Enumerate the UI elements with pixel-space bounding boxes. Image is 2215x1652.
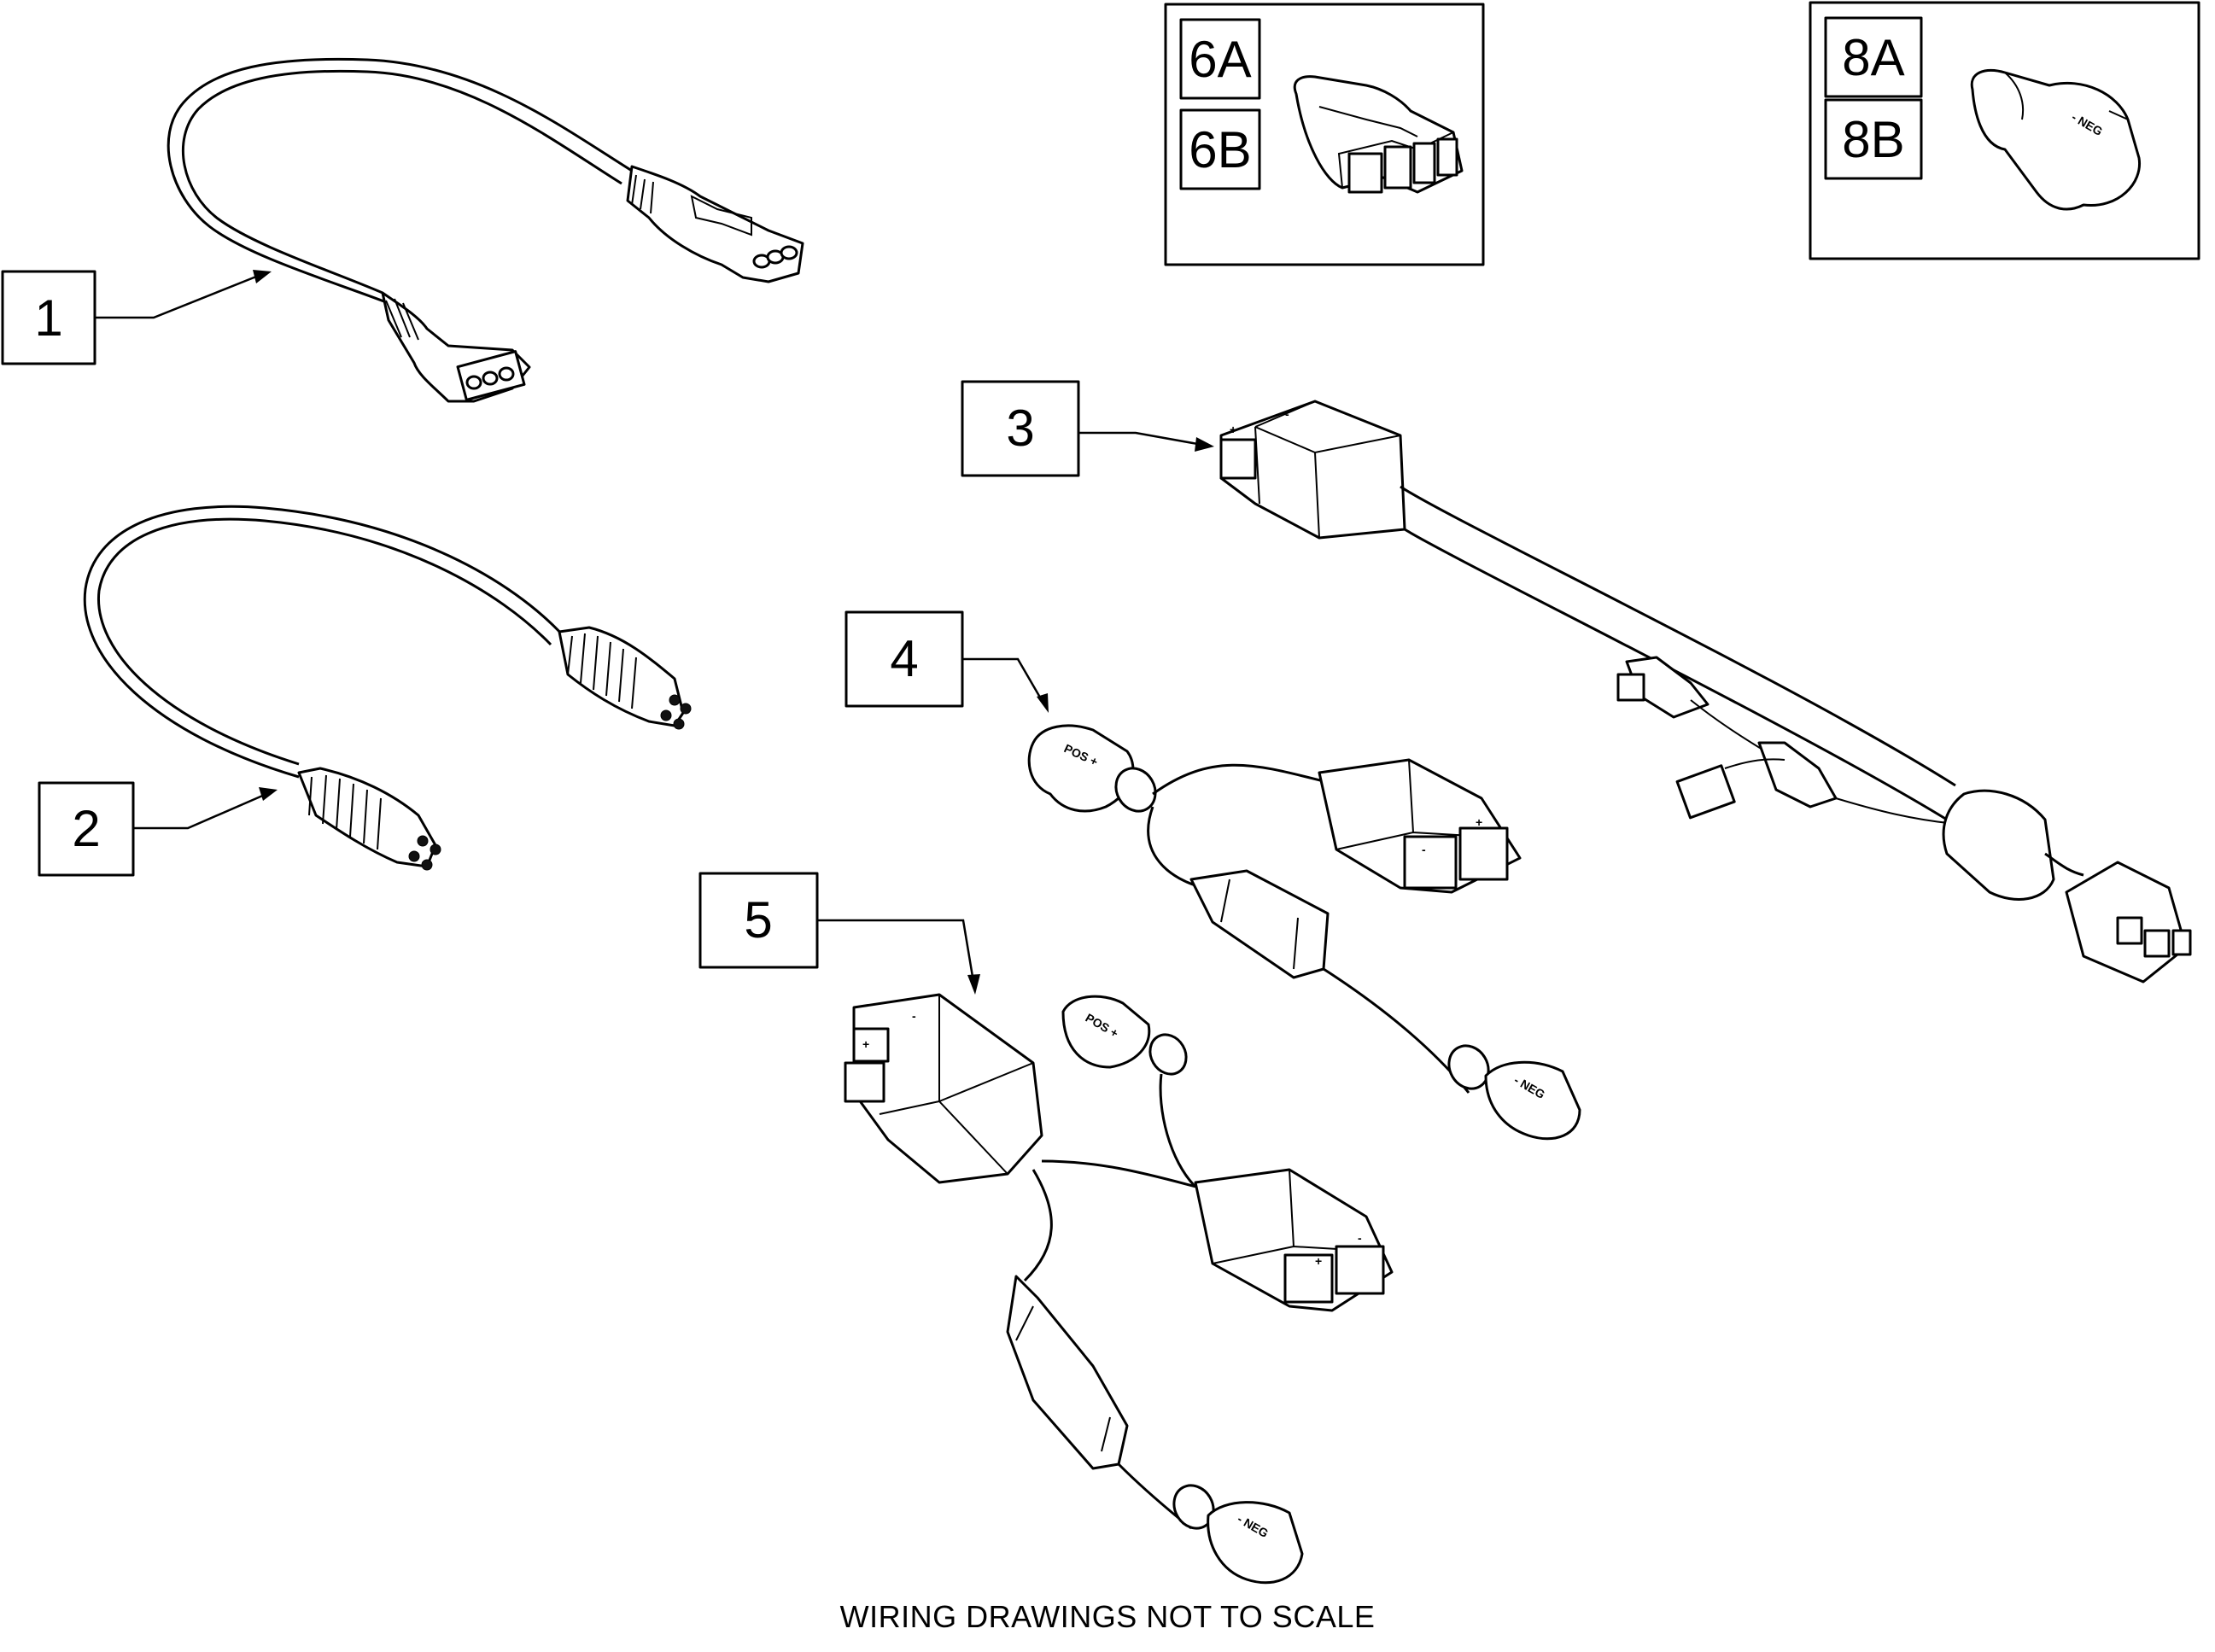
connector-item-3-end — [2065, 861, 2192, 984]
callout-1[interactable]: 1 — [1, 270, 96, 365]
callout-5-label: 5 — [744, 891, 772, 949]
cable-item-1 — [167, 57, 804, 403]
callout-8a-label: 8A — [1842, 29, 1904, 86]
callout-2[interactable]: 2 — [38, 781, 135, 877]
callout-5[interactable]: 5 — [698, 872, 819, 969]
inset-8a-8b: 8A 8B - NEG — [1809, 1, 2200, 260]
scale-note: WIRING DRAWINGS NOT TO SCALE — [839, 1599, 1376, 1634]
anderson-connector-4: - + — [1318, 758, 1522, 894]
callout-8b[interactable]: 8B — [1824, 98, 1923, 180]
cable-item-2 — [83, 505, 692, 871]
pos-ring-terminal-4: POS + — [1027, 724, 1157, 813]
connector-item-1-top — [626, 165, 804, 283]
callout-6a[interactable]: 6A — [1179, 18, 1261, 100]
callout-3[interactable]: 3 — [961, 380, 1080, 477]
callout-4-label: 4 — [890, 630, 918, 687]
neg-ring-terminal-4: - NEG — [1447, 1044, 1581, 1141]
leader-lines — [95, 270, 1214, 995]
harness-item-3: + - — [1219, 400, 2192, 984]
pos-ring-terminal-5: POS + — [1061, 995, 1197, 1188]
callout-6a-label: 6A — [1189, 31, 1251, 88]
ring-terminal-8-illustration: - NEG — [1970, 68, 2142, 211]
connector-item-1-bottom — [381, 291, 531, 403]
neg-marking-5: - — [912, 1009, 916, 1023]
connector-item-2-top — [558, 626, 692, 730]
neg-marking-3: - — [1285, 407, 1289, 421]
pos-marking-3: + — [1230, 423, 1236, 436]
harness-item-4: POS + - + - NEG — [1027, 724, 1581, 1141]
neg-ring-terminal-5: - NEG — [1172, 1484, 1304, 1585]
pos-marking-5: + — [862, 1037, 869, 1051]
connector-item-2-bottom — [297, 767, 441, 871]
pos-marking-4b: + — [1476, 815, 1482, 829]
callout-8b-label: 8B — [1842, 111, 1904, 168]
callout-8a[interactable]: 8A — [1824, 16, 1923, 98]
anderson-connector-5a: + - — [844, 993, 1043, 1184]
callout-3-label: 3 — [1006, 400, 1034, 457]
callout-4[interactable]: 4 — [845, 610, 964, 708]
fuse-item-4 — [1189, 869, 1330, 979]
inset-6a-6b: 6A 6B — [1164, 3, 1485, 266]
anderson-connector-5b: + - — [1194, 1168, 1394, 1312]
callout-6b-label: 6B — [1189, 121, 1251, 178]
neg-marking-5c: - — [1358, 1231, 1362, 1245]
callout-6b[interactable]: 6B — [1179, 108, 1261, 190]
neg-marking-4: - — [1422, 843, 1426, 856]
fuse-item-5 — [1006, 1275, 1129, 1470]
fuse-holder-item-3 — [1616, 656, 1956, 825]
connector-6-illustration — [1293, 75, 1464, 194]
pos-marking-5c: + — [1315, 1254, 1322, 1268]
callout-2-label: 2 — [72, 800, 100, 857]
callout-1-label: 1 — [34, 289, 62, 347]
harness-item-5: + - POS + + - - NEG — [844, 993, 1394, 1585]
